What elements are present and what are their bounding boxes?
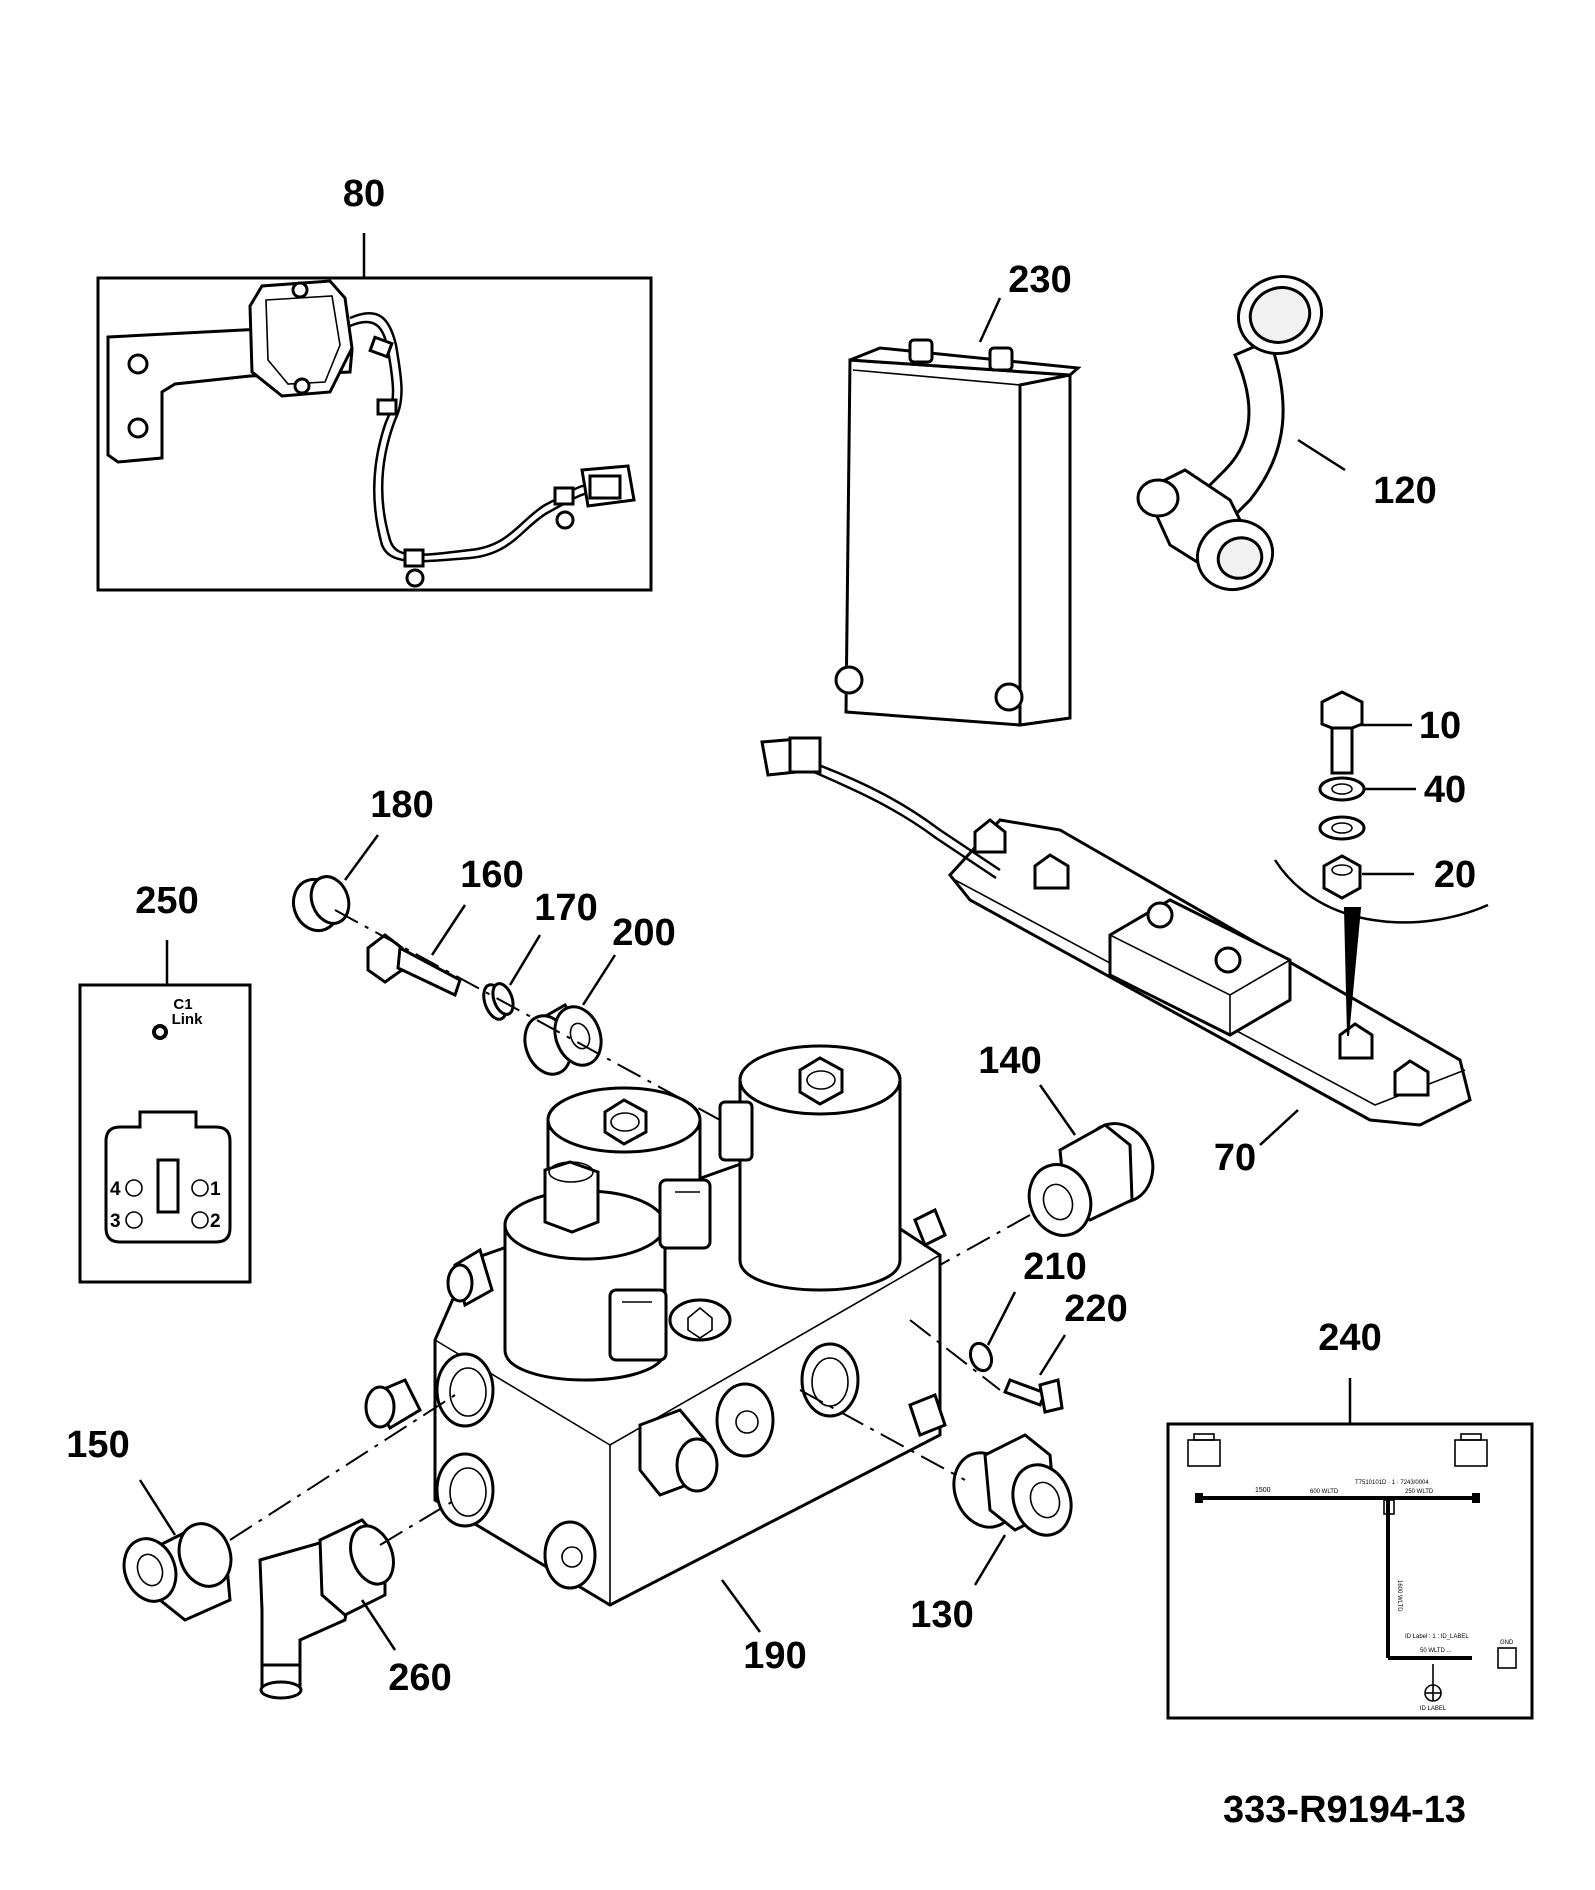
pin-4: 4 xyxy=(110,1179,121,1200)
harness-left-text: 600 WLTD xyxy=(1310,1489,1339,1495)
harness-id-label: ID LABEL xyxy=(1420,1706,1447,1712)
part-200-spacer: 200 xyxy=(523,912,676,1076)
harness-label-sub: 50 WLTD ... xyxy=(1420,1648,1452,1654)
callout-10: 10 xyxy=(1419,705,1461,747)
callout-20: 20 xyxy=(1434,854,1476,896)
part-40-washer: 40 xyxy=(1318,769,1466,841)
callout-200: 200 xyxy=(612,912,675,954)
part-160-bolt: 160 xyxy=(366,854,524,998)
part-150-fitting: 150 xyxy=(66,1424,233,1622)
harness-center-text: T7510101D · 1 · 7243/0004 xyxy=(1355,1480,1429,1486)
callout-80: 80 xyxy=(343,173,385,215)
callout-170: 170 xyxy=(534,887,597,929)
callout-160: 160 xyxy=(460,854,523,896)
pin-2: 2 xyxy=(210,1211,221,1232)
callout-180: 180 xyxy=(370,784,433,826)
harness-right-text: 250 WLTD xyxy=(1405,1489,1434,1495)
part-170-washer: 170 xyxy=(482,887,598,1021)
part-190-valve-block: 190 xyxy=(364,1044,947,1677)
part-70-sensor-bar: 70 xyxy=(760,736,1472,1179)
part-240-frame xyxy=(1166,1422,1534,1720)
part-140-fitting: 140 xyxy=(978,1040,1155,1237)
part-260-elbow: 260 xyxy=(258,1518,452,1700)
part-240-harness-schematic: 240 1500 600 WLTD T7510101D · 1 · 7243/0… xyxy=(1166,1317,1534,1720)
pin-3: 3 xyxy=(110,1211,121,1232)
part-210-washer: 210 xyxy=(968,1246,1087,1373)
part-130-fitting: 130 xyxy=(910,1433,1073,1636)
part-120-hose: 120 xyxy=(1136,275,1437,591)
callout-220: 220 xyxy=(1064,1288,1127,1330)
callout-70: 70 xyxy=(1214,1137,1256,1179)
drawing-number: 333-R9194-13 xyxy=(1223,1789,1466,1831)
callout-230: 230 xyxy=(1008,259,1071,301)
callout-240: 240 xyxy=(1318,1317,1381,1359)
callout-260: 260 xyxy=(388,1657,451,1699)
callout-130: 130 xyxy=(910,1594,973,1636)
callout-190: 190 xyxy=(743,1635,806,1677)
callout-140: 140 xyxy=(978,1040,1041,1082)
callout-150: 150 xyxy=(66,1424,129,1466)
part-250-connector: 250 C1 Link 4 3 1 2 xyxy=(78,880,252,1284)
harness-vert-text: 1600 WLTD xyxy=(1396,1580,1402,1612)
callout-40: 40 xyxy=(1424,769,1466,811)
pin-1: 1 xyxy=(210,1179,221,1200)
callout-250: 250 xyxy=(135,880,198,922)
part-20-nut: 20 xyxy=(1273,854,1489,1037)
callout-210: 210 xyxy=(1023,1246,1086,1288)
connector-label-c1: C1 xyxy=(173,996,192,1013)
callout-120: 120 xyxy=(1373,470,1436,512)
part-230-control-module: 230 xyxy=(834,259,1082,727)
harness-label-text: ID Label : 1 : ID_LABEL xyxy=(1405,1634,1469,1640)
part-80-bracket-harness: 80 xyxy=(96,173,653,592)
part-80-frame xyxy=(96,276,653,592)
part-180-cap: 180 xyxy=(291,784,434,933)
part-10-bolt: 10 xyxy=(1320,690,1461,775)
connector-label-link: Link xyxy=(172,1011,203,1028)
harness-dim-1500: 1500 xyxy=(1255,1487,1271,1494)
harness-gnd: GND xyxy=(1500,1640,1514,1646)
part-220-screw: 220 xyxy=(1003,1288,1128,1414)
